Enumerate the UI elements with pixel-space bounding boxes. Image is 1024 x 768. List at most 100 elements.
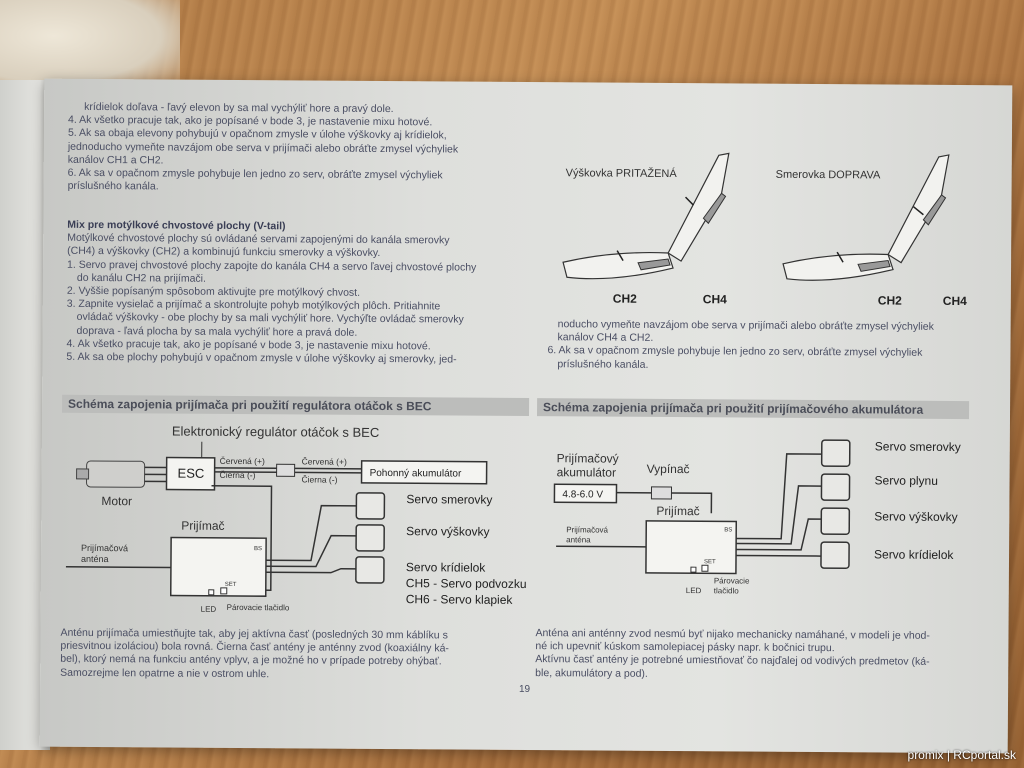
servo-icon	[355, 556, 385, 584]
servo4-label: Servo krídielok	[874, 547, 954, 562]
right-tail-surface	[887, 154, 950, 264]
servo1-label: Servo smerovky	[406, 492, 492, 507]
text-line: príslušného kanála.	[67, 180, 159, 193]
receiver-label: Prijímač	[656, 504, 699, 518]
ch4-label: CH4	[703, 292, 727, 306]
servo2-label: Servo plynu	[875, 473, 938, 487]
servo-icon	[820, 439, 851, 467]
right-ruddervator	[922, 194, 947, 226]
motor-icon	[86, 460, 146, 488]
vtail-diagram-rudder: Smerovka DOPRAVA CH2 CH4	[776, 154, 967, 308]
bottom-left-text: Anténu prijímača umiestňujte tak, aby je…	[60, 627, 530, 683]
servo-icon	[355, 524, 385, 552]
esc-box	[165, 456, 216, 491]
servo-wire	[265, 504, 357, 562]
acc-wiring-diagram: Prijímačový akumulátor 4.8-6.0 V Vypínač…	[553, 439, 961, 595]
text-line: 5. Ak sa obe plochy pohybujú v opačnom z…	[66, 350, 457, 366]
led-label: LED	[201, 605, 217, 614]
bs-label: BS	[724, 527, 732, 533]
servo-wire	[736, 485, 822, 545]
manual-page: krídielok doľava - ľavý elevon by sa mal…	[39, 78, 1013, 754]
voltage-label: 4.8-6.0 V	[562, 489, 603, 500]
pair-button-label: tlačidlo	[714, 586, 740, 595]
esc-label: ESC	[178, 466, 205, 481]
led-label: LED	[686, 586, 702, 595]
bec-section-heading: Schéma zapojenia prijímača pri použití r…	[62, 394, 530, 417]
motor-shaft-icon	[76, 468, 90, 480]
servo-wire	[265, 567, 356, 574]
ch5-label: CH5 - Servo podvozku	[406, 576, 527, 591]
left-ruddervator	[857, 259, 891, 272]
esc-title: Elektronický regulátor otáčok s BEC	[172, 424, 379, 440]
servo-wire	[736, 554, 822, 557]
arrow-up	[616, 250, 624, 262]
arrow-up	[836, 251, 844, 263]
battery-label: Pohonný akumulátor	[370, 468, 462, 480]
ch6-label: CH6 - Servo klapiek	[406, 592, 514, 607]
bec-wiring-diagram: Elektronický regulátor otáčok s BEC Moto…	[65, 424, 527, 614]
arrow-up	[684, 196, 695, 206]
receiver-box	[169, 536, 267, 597]
vtail-section: Mix pre motýlkové chvostové plochy (V-ta…	[66, 219, 537, 368]
battery-box	[553, 483, 618, 504]
arrow-down	[912, 206, 924, 216]
battery-label: Prijímačový	[557, 451, 619, 465]
servo-wire	[736, 518, 822, 551]
left-elevon	[637, 258, 671, 271]
set-label: SET	[704, 559, 716, 565]
left-tail-surface	[562, 251, 674, 280]
servo-icon	[820, 473, 851, 501]
acc-section-heading: Schéma zapojenia prijímača pri použití p…	[536, 398, 970, 420]
wire	[671, 492, 713, 514]
antenna-label: anténa	[81, 554, 109, 564]
bs-label: BS	[254, 546, 262, 552]
diagram-title-rudder: Smerovka DOPRAVA	[776, 169, 881, 182]
diagram-title-elevator: Výškovka PRITAŽENÁ	[566, 166, 678, 180]
servo3-label: Servo výškovky	[874, 509, 957, 524]
pair-button-label: Párovacie tlačidlo	[227, 603, 290, 612]
pair-button-label: Párovacie	[714, 576, 750, 585]
switch-icon	[650, 486, 673, 500]
text-line: Samozrejme len opatrne a nie v ostrom uh…	[60, 666, 270, 680]
vtail-diagram-elevator: Výškovka PRITAŽENÁ CH2 CH4	[562, 152, 730, 306]
left-tail-surface	[782, 253, 894, 281]
servo-icon	[820, 541, 850, 569]
left-column-top-text: krídielok doľava - ľavý elevon by sa mal…	[68, 101, 539, 197]
antenna-label: anténa	[566, 535, 591, 544]
vtail-diagrams: Výškovka PRITAŽENÁ CH2 CH4 Smerovka DOPR…	[562, 152, 967, 308]
servo-icon	[355, 492, 386, 520]
red-wire-label: Červená (+)	[220, 456, 265, 466]
page-number: 19	[519, 684, 531, 695]
switch-label: Vypínač	[647, 462, 690, 476]
servo-wire	[736, 453, 822, 540]
antenna-label: Prijímačová	[566, 525, 608, 534]
servo1-label: Servo smerovky	[875, 439, 961, 454]
servo3-label: Servo krídielok	[406, 560, 486, 575]
battery-box	[360, 460, 488, 485]
ch2-label: CH2	[878, 293, 902, 307]
black-wire-label: Čierna (-)	[220, 470, 256, 480]
antenna-wire	[556, 545, 647, 548]
motor-label: Motor	[101, 494, 132, 508]
servo-icon	[820, 507, 851, 535]
antenna-wire	[65, 566, 171, 569]
connector-icon	[276, 463, 296, 477]
red-wire-label: Červená (+)	[302, 456, 347, 466]
led-indicator	[690, 566, 697, 573]
receiver-label: Prijímač	[181, 519, 224, 533]
antenna-label: Prijímačová	[81, 543, 128, 553]
battery-label: akumulátor	[557, 465, 616, 479]
black-wire-label: Čierna (-)	[302, 474, 338, 484]
set-button	[220, 587, 228, 595]
servo-wire	[265, 534, 357, 568]
right-elevon	[702, 192, 727, 225]
led-indicator	[208, 589, 215, 596]
watermark: promix | RCportal.sk	[907, 748, 1016, 762]
ch4-label: CH4	[943, 294, 967, 308]
receiver-box	[645, 520, 738, 575]
right-tail-surface	[667, 152, 730, 262]
set-label: SET	[225, 582, 237, 588]
right-column-text: noducho vymeňte navzájom obe serva v pri…	[547, 318, 987, 374]
ch2-label: CH2	[613, 292, 637, 306]
servo2-label: Servo výškovky	[406, 524, 489, 539]
